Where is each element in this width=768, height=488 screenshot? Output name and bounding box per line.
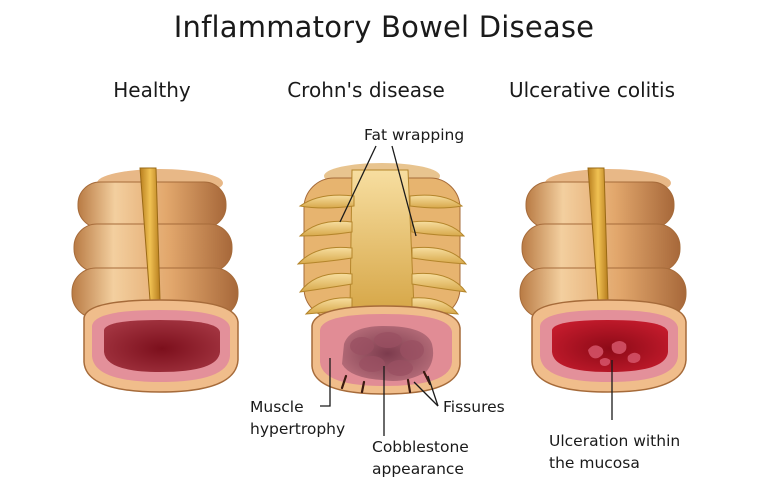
leader-fissures-1 <box>413 381 439 407</box>
label-appearance: appearance <box>372 460 464 478</box>
leader-muscle-hypertrophy <box>320 358 331 407</box>
heading-crohns: Crohn's disease <box>287 78 445 102</box>
label-cobblestone-appearance: Cobblestone appearance <box>372 436 469 480</box>
ulcerative-colitis-colon <box>519 167 687 393</box>
annotation-leaders <box>320 145 613 436</box>
label-ulceration: Ulceration within the mucosa <box>549 430 680 474</box>
heading-ulcerative-colitis: Ulcerative colitis <box>508 78 676 102</box>
label-fat-wrapping: Fat wrapping <box>364 126 465 144</box>
label-fissures: Fissures <box>443 398 505 416</box>
label-muscle-hypertrophy: Muscle hypertrophy <box>250 396 345 440</box>
diagram-title: Inflammatory Bowel Disease <box>173 10 595 44</box>
label-ulceration-line1: Ulceration within <box>549 432 681 450</box>
label-ulceration-line2: the mucosa <box>549 454 640 472</box>
leader-fat-wrapping-right <box>391 145 417 237</box>
healthy-colon <box>71 167 239 393</box>
label-cobblestone: Cobblestone <box>372 438 469 456</box>
leader-fissures-2 <box>427 375 439 407</box>
heading-healthy: Healthy <box>113 78 191 102</box>
label-hypertrophy: hypertrophy <box>250 420 346 438</box>
leader-fat-wrapping-left <box>339 145 377 223</box>
crohns-colon <box>296 163 468 395</box>
label-muscle: Muscle <box>250 398 304 416</box>
